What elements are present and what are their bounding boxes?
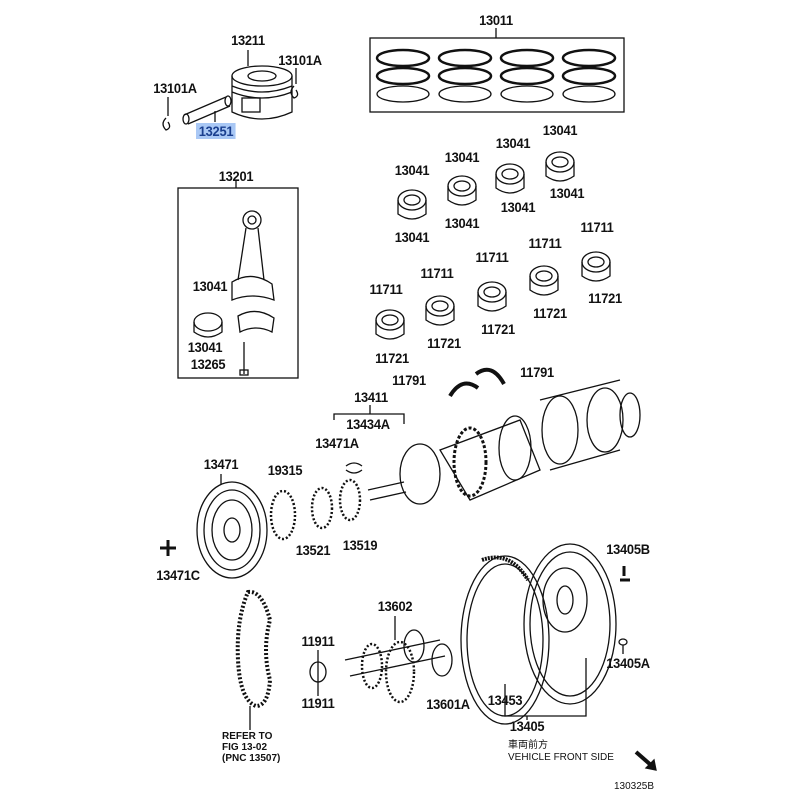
bearing-shell bbox=[375, 309, 405, 340]
part-label[interactable]: 11711 bbox=[580, 219, 614, 235]
piston-ring bbox=[561, 66, 617, 86]
piston-ring bbox=[499, 48, 555, 68]
part-label[interactable]: 13453 bbox=[487, 692, 523, 708]
bearing-shell bbox=[447, 175, 477, 206]
part-label[interactable]: 13211 bbox=[231, 32, 265, 48]
piston-ring bbox=[437, 66, 493, 86]
direction-note-english: VEHICLE FRONT SIDE bbox=[508, 752, 614, 763]
part-label[interactable]: 11711 bbox=[475, 249, 509, 265]
part-label[interactable]: 11711 bbox=[369, 281, 403, 297]
part-label[interactable]: 11721 bbox=[588, 290, 622, 306]
piston-ring-set-drawing bbox=[369, 28, 625, 113]
part-label[interactable]: 13201 bbox=[218, 168, 254, 184]
direction-note-japanese: 車両前方 bbox=[508, 740, 548, 751]
timing-chain-drawing bbox=[235, 589, 273, 709]
part-label[interactable]: 13101A bbox=[278, 52, 322, 68]
part-label[interactable]: 13041 bbox=[192, 278, 228, 294]
part-label[interactable]: 13602 bbox=[377, 598, 413, 614]
part-label-highlighted[interactable]: 13251 bbox=[196, 123, 236, 139]
part-label[interactable]: 11911 bbox=[301, 695, 335, 711]
part-label[interactable]: 13041 bbox=[444, 149, 480, 165]
piston-ring bbox=[561, 48, 617, 68]
bearing-shell bbox=[477, 281, 507, 312]
bearing-shell bbox=[581, 251, 611, 282]
part-label[interactable]: 13101A bbox=[153, 80, 197, 96]
piston-ring bbox=[562, 85, 616, 103]
direction-arrow-icon bbox=[634, 750, 654, 768]
part-label[interactable]: 11711 bbox=[420, 265, 454, 281]
part-label[interactable]: 13041 bbox=[542, 122, 578, 138]
part-label[interactable]: 13405 bbox=[509, 718, 545, 734]
refer-note-line1: REFER TO bbox=[222, 731, 273, 742]
piston-ring bbox=[375, 48, 431, 68]
figure-id: 130325B bbox=[614, 781, 655, 792]
part-label[interactable]: 13471 bbox=[203, 456, 239, 472]
piston-ring bbox=[376, 85, 430, 103]
part-label[interactable]: 13405A bbox=[606, 655, 650, 671]
part-label[interactable]: 11711 bbox=[528, 235, 562, 251]
part-label[interactable]: 13041 bbox=[549, 185, 585, 201]
part-label[interactable]: 11721 bbox=[481, 321, 515, 337]
piston-ring bbox=[437, 48, 493, 68]
part-label[interactable]: 11791 bbox=[392, 372, 426, 388]
bearing-shell bbox=[425, 295, 455, 326]
part-label[interactable]: 13434A bbox=[346, 416, 390, 432]
part-label[interactable]: 13521 bbox=[295, 542, 331, 558]
sprocket-drawing bbox=[269, 478, 362, 541]
part-label[interactable]: 13041 bbox=[500, 199, 536, 215]
part-label[interactable]: 13519 bbox=[342, 537, 378, 553]
bearing-shell bbox=[545, 151, 575, 182]
refer-note-line2: FIG 13-02 bbox=[222, 742, 268, 753]
piston-ring bbox=[375, 66, 431, 86]
refer-note-line3: (PNC 13507) bbox=[222, 753, 281, 764]
part-label[interactable]: 11721 bbox=[533, 305, 567, 321]
part-label[interactable]: 13471A bbox=[315, 435, 359, 451]
part-label[interactable]: 11721 bbox=[375, 350, 409, 366]
crankshaft-drawing bbox=[367, 379, 641, 505]
part-label[interactable]: 11791 bbox=[520, 364, 554, 380]
piston-ring bbox=[500, 85, 554, 103]
part-label[interactable]: 13041 bbox=[444, 215, 480, 231]
part-label[interactable]: 11911 bbox=[301, 633, 335, 649]
connecting-rod-drawing bbox=[177, 180, 299, 379]
part-label[interactable]: 19315 bbox=[267, 462, 303, 478]
piston-drawing bbox=[231, 50, 293, 120]
bearing-shell bbox=[397, 189, 427, 220]
part-label[interactable]: 13011 bbox=[479, 12, 513, 28]
piston-ring bbox=[499, 66, 555, 86]
part-label[interactable]: 13601A bbox=[426, 696, 470, 712]
snap-ring-drawing bbox=[162, 68, 299, 131]
flywheel-drawing bbox=[460, 543, 630, 725]
balance-shaft-drawing bbox=[309, 616, 453, 704]
part-label[interactable]: 13405B bbox=[606, 541, 650, 557]
part-label[interactable]: 13041 bbox=[394, 229, 430, 245]
bearing-shell bbox=[529, 265, 559, 296]
part-label[interactable]: 13041 bbox=[394, 162, 430, 178]
part-label[interactable]: 11721 bbox=[427, 335, 461, 351]
piston-pin-drawing bbox=[182, 95, 232, 125]
bearing-shell bbox=[495, 163, 525, 194]
crank-pulley-drawing bbox=[196, 474, 268, 579]
part-label[interactable]: 13471C bbox=[156, 567, 200, 583]
refer-note: REFER TO FIG 13-02 (PNC 13507) bbox=[222, 731, 280, 764]
part-label[interactable]: 13265 bbox=[190, 356, 226, 372]
piston-ring bbox=[438, 85, 492, 103]
part-label[interactable]: 13411 bbox=[354, 389, 388, 405]
part-label[interactable]: 13041 bbox=[187, 339, 223, 355]
part-label[interactable]: 13041 bbox=[495, 135, 531, 151]
direction-note: 車両前方 VEHICLE FRONT SIDE bbox=[508, 740, 614, 764]
